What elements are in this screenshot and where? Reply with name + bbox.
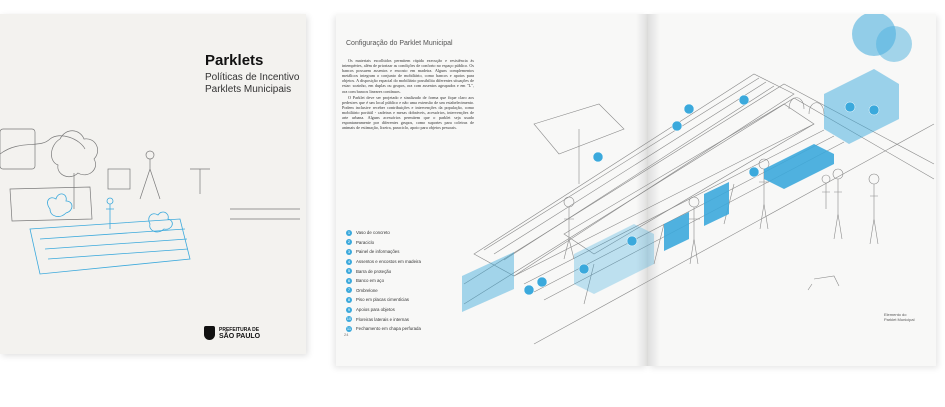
city-shield-icon xyxy=(204,326,215,340)
paragraph: O Parklet deve ser projetado e sinalizad… xyxy=(342,94,474,131)
legend-number-badge: 3 xyxy=(346,248,352,255)
logo-line1: PREFEITURA DE xyxy=(219,326,260,333)
book-cover: Parklets Políticas de Incentivo Parklets… xyxy=(0,14,306,354)
legend-item: 1 Vaso de concreto xyxy=(346,228,476,238)
legend-number-badge: 11 xyxy=(346,325,352,332)
legend-item: 2 Paraciclo xyxy=(346,238,476,248)
cover-subtitle-line2: Parklets Municipais xyxy=(205,84,292,95)
legend-label: Piso em placas cimentícias xyxy=(356,297,409,303)
legend-number-badge: 10 xyxy=(346,316,352,323)
prefeitura-logo: PREFEITURA DE SÃO PAULO xyxy=(204,326,260,340)
legend-item: 10 Floreiras laterais e internas xyxy=(346,314,476,324)
parklet-illustration xyxy=(462,14,935,345)
legend-label: Barra de proteção xyxy=(356,268,392,274)
section-title: Configuração do Parklet Municipal xyxy=(346,40,453,47)
legend-label: Banco em aço xyxy=(356,278,385,284)
legend-number-badge: 6 xyxy=(346,277,352,284)
cover-subtitle-line1: Políticas de Incentivo xyxy=(205,72,300,83)
body-text: Os materiais escolhidos permitem rápida … xyxy=(342,58,474,131)
right-page xyxy=(648,14,936,366)
legend-number-badge: 1 xyxy=(346,229,352,236)
book-spread: Configuração do Parklet Municipal Os mat… xyxy=(336,14,936,380)
legend-number-badge: 2 xyxy=(346,239,352,246)
legend-label: Ombrelone xyxy=(356,287,378,293)
figure-caption: Elemento do Parklet Municipal xyxy=(884,312,928,322)
caption-line2: Parklet Municipal xyxy=(884,317,915,322)
legend-item: 11 Fechamento em chapa perfurada xyxy=(346,324,476,334)
legend-item: 9 Apoios para objetos xyxy=(346,305,476,315)
page-number: 24 xyxy=(344,332,349,337)
legend-item: 8 Piso em placas cimentícias xyxy=(346,295,476,305)
left-page: Configuração do Parklet Municipal Os mat… xyxy=(336,14,648,366)
legend-label: Paraciclo xyxy=(356,239,375,245)
cover-title: Parklets xyxy=(205,52,264,69)
legend-label: Fechamento em chapa perfurada xyxy=(356,326,421,332)
legend-number-badge: 8 xyxy=(346,296,352,303)
logo-line2: SÃO PAULO xyxy=(219,332,261,340)
book-gutter xyxy=(636,14,660,366)
legend-item: 6 Banco em aço xyxy=(346,276,476,286)
legend-label: Painel de informações xyxy=(356,249,400,255)
legend-number-badge: 4 xyxy=(346,258,352,265)
legend-item: 7 Ombrelone xyxy=(346,286,476,296)
legend-label: Apoios para objetos xyxy=(356,307,395,313)
caption-line1: Elemento do xyxy=(884,312,907,317)
legend: 1 Vaso de concreto 2 Paraciclo 3 Painel de … xyxy=(346,228,476,334)
cover-subtitle: Políticas de Incentivo Parklets Municipa… xyxy=(205,72,305,96)
legend-number-badge: 7 xyxy=(346,287,352,294)
cover-line-illustration xyxy=(0,128,300,275)
legend-item: 3 Painel de informações xyxy=(346,247,476,257)
legend-item: 4 Assentos e encostos em madeira xyxy=(346,257,476,267)
legend-number-badge: 9 xyxy=(346,306,352,313)
legend-label: Assentos e encostos em madeira xyxy=(356,259,421,265)
paragraph: Os materiais escolhidos permitem rápida … xyxy=(342,58,474,94)
legend-item: 5 Barra de proteção xyxy=(346,266,476,276)
legend-label: Floreiras laterais e internas xyxy=(356,316,409,322)
legend-number-badge: 5 xyxy=(346,268,352,275)
legend-label: Vaso de concreto xyxy=(356,230,390,236)
